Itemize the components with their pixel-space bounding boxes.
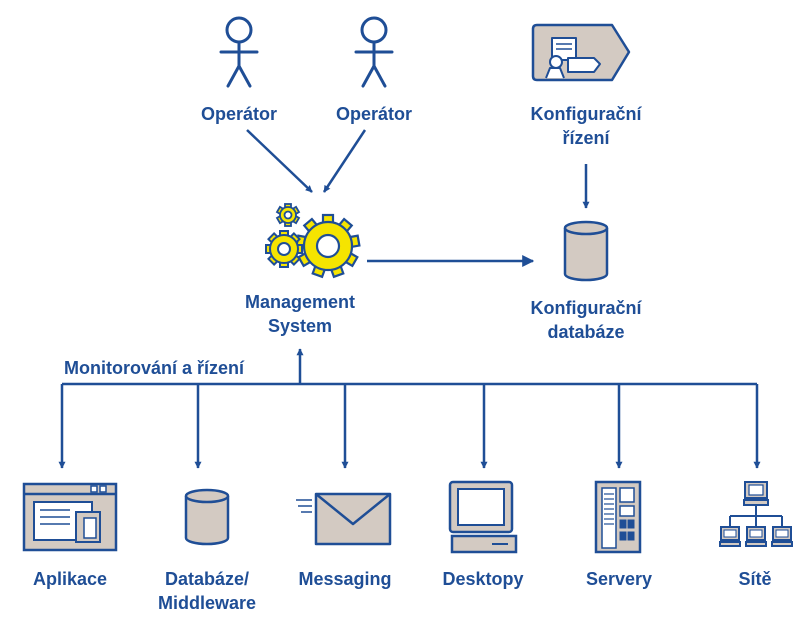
resource-aplikace-line1: Aplikace bbox=[32, 569, 108, 589]
resource-label-messaging: Messaging bbox=[285, 567, 405, 591]
config-management-line1: Konfigurační bbox=[530, 104, 642, 124]
bus-label: Monitorování a řízení bbox=[64, 358, 245, 378]
management-system-line2: System bbox=[267, 316, 333, 336]
resource-label-desktopy: Desktopy bbox=[423, 567, 543, 591]
resource-label-databaze: Databáze/ Middleware bbox=[137, 567, 277, 615]
config-database-icon bbox=[563, 220, 609, 282]
management-system-line1: Management bbox=[244, 292, 356, 312]
resource-label-servery: Servery bbox=[559, 567, 679, 591]
config-database-line1: Konfigurační bbox=[530, 298, 642, 318]
database-middleware-icon bbox=[184, 488, 230, 546]
resource-servery-line1: Servery bbox=[585, 569, 653, 589]
envelope-icon bbox=[296, 492, 392, 546]
configuration-tag-icon bbox=[531, 23, 631, 82]
management-system-label: Management System bbox=[230, 290, 370, 338]
network-icon bbox=[719, 481, 793, 547]
resource-label-aplikace: Aplikace bbox=[10, 567, 130, 591]
desktop-computer-icon bbox=[448, 480, 518, 554]
arrow-operator2-to-management bbox=[322, 129, 367, 193]
operator-1-label: Operátor bbox=[200, 104, 278, 124]
server-tower-icon bbox=[594, 480, 642, 554]
config-management-label: Konfigurační řízení bbox=[511, 102, 661, 150]
resource-messaging-line1: Messaging bbox=[298, 569, 392, 589]
resource-desktopy-line1: Desktopy bbox=[442, 569, 524, 589]
application-window-icon bbox=[22, 482, 118, 552]
monitoring-bus bbox=[58, 348, 761, 469]
config-database-label: Konfigurační databáze bbox=[511, 296, 661, 344]
resource-label-site: Sítě bbox=[715, 567, 795, 591]
config-database-line2: databáze bbox=[547, 322, 625, 342]
operator-2-icon bbox=[354, 16, 394, 88]
operator-1-icon bbox=[219, 16, 259, 88]
resource-databaze-line1: Databáze/ bbox=[164, 569, 250, 589]
resource-databaze-line2: Middleware bbox=[157, 593, 257, 613]
gears-icon bbox=[265, 203, 361, 279]
operator-2-label: Operátor bbox=[335, 104, 413, 124]
resource-site-line1: Sítě bbox=[738, 569, 772, 589]
arrow-operator1-to-management bbox=[246, 129, 313, 193]
config-management-line2: řízení bbox=[562, 128, 610, 148]
